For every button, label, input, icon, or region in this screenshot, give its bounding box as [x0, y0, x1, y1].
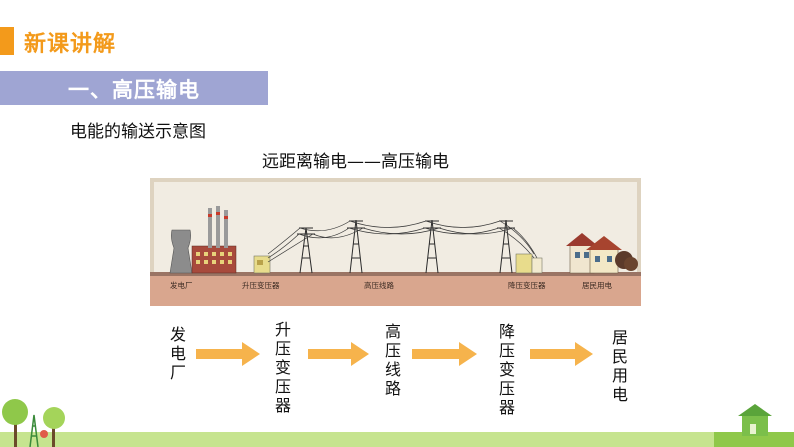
section-banner: [0, 71, 268, 105]
header-accent-bar: [0, 27, 14, 55]
section-title: 一、高压输电: [68, 78, 200, 102]
flow-arrow-2: [308, 342, 369, 366]
label-line: 高压线路: [364, 280, 394, 290]
flow-stage-line: 高压线路: [384, 322, 401, 398]
ground-strip: [0, 432, 794, 447]
power-transmission-illustration: 发电厂 升压变压器 高压线路 降压变压器 居民用电: [150, 178, 641, 306]
house-decoration-icon: [714, 404, 794, 447]
flow-stage-step-down: 降压变压器: [498, 322, 515, 417]
illustration-caption: 远距离输电——高压输电: [262, 152, 449, 172]
header-title: 新课讲解: [24, 32, 117, 57]
label-residential: 居民用电: [582, 280, 612, 290]
trees-decoration-icon: [2, 399, 65, 447]
label-step-down: 降压变压器: [508, 280, 546, 290]
slide-subtitle: 电能的输送示意图: [70, 122, 206, 142]
label-step-up: 升压变压器: [242, 280, 280, 290]
flow-stage-residential: 居民用电: [611, 328, 628, 404]
flow-stage-plant: 发电厂: [169, 325, 186, 382]
flow-arrow-1: [196, 342, 260, 366]
flow-arrow-3: [412, 342, 477, 366]
flow-stage-step-up: 升压变压器: [274, 320, 291, 415]
label-plant: 发电厂: [170, 280, 193, 290]
flow-arrow-4: [530, 342, 593, 366]
